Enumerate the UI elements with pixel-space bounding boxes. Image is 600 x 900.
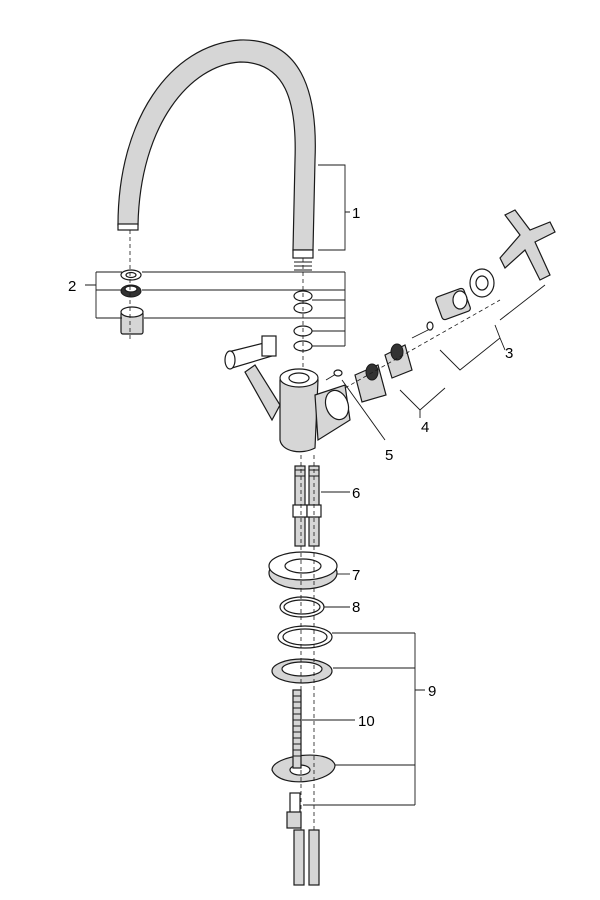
callout-8: 8 — [352, 599, 360, 616]
base-plate-part-7 — [268, 551, 338, 590]
leader-lines — [85, 164, 546, 806]
spout-part-1 — [117, 39, 316, 271]
supply-hoses-part-6 — [292, 465, 322, 547]
aerator-parts-2 — [120, 269, 144, 335]
o-ring-part-8 — [279, 596, 325, 618]
callout-4: 4 — [421, 419, 429, 436]
callout-3: 3 — [505, 345, 513, 362]
callout-9: 9 — [428, 683, 436, 700]
callout-6: 6 — [352, 485, 360, 502]
callout-7: 7 — [352, 567, 360, 584]
threaded-rod-part-10 — [292, 689, 302, 769]
callout-2: 2 — [68, 278, 76, 295]
handle-part-3 — [435, 209, 556, 321]
callout-5: 5 — [385, 447, 393, 464]
callout-10: 10 — [358, 713, 375, 730]
cartridge-part-4 — [354, 321, 434, 403]
faucet-body — [224, 335, 351, 453]
hose-ends — [293, 829, 320, 886]
gaskets-part-9 — [271, 625, 336, 829]
callout-1: 1 — [352, 205, 360, 222]
callout-labels: 1 2 3 4 5 6 7 8 9 10 — [68, 205, 513, 730]
screw-part-5 — [325, 369, 343, 381]
assembly-axes — [129, 230, 501, 830]
